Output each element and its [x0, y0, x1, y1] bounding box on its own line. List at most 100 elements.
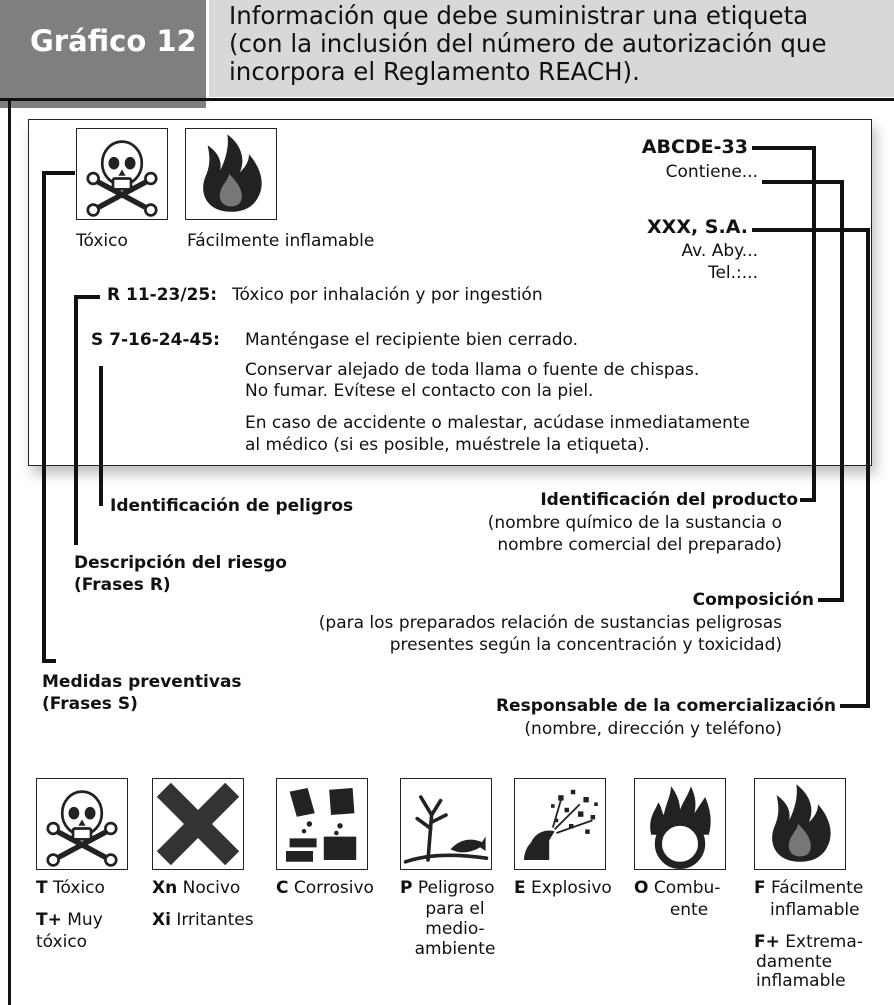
- legend-code: E: [514, 878, 526, 898]
- callout-responsible-title: Responsable de la comercialización: [495, 696, 836, 716]
- callout-composition-desc: presentes según la concentración y toxic…: [389, 635, 782, 655]
- legend-code: T: [36, 878, 48, 898]
- legend-code: F+: [754, 932, 780, 952]
- legend-code: O: [634, 878, 649, 898]
- header-title-line: incorpora el Reglamento REACH).: [229, 57, 640, 86]
- legend-text: Extrema-: [785, 932, 863, 952]
- header-badge-text: Gráfico 12: [30, 24, 197, 58]
- legend-text: Peligroso: [417, 878, 495, 898]
- legend-caption: T+ Muy: [36, 909, 103, 931]
- connector-line: [74, 295, 100, 299]
- s-phrase-line: Conservar alejado de toda llama o fuente…: [245, 360, 700, 380]
- callout-product-title: Identificación del producto: [540, 490, 798, 510]
- legend-code: T+: [36, 910, 62, 930]
- company-address: Av. Aby...: [681, 241, 758, 261]
- legend-code: Xi: [152, 910, 171, 930]
- corrosive-icon: [277, 779, 367, 869]
- r-phrase-text: Tóxico por inhalación y por ingestión: [232, 285, 543, 305]
- legend-caption: O Combu-: [634, 877, 720, 899]
- legend-text: ente: [669, 900, 709, 920]
- callout-responsible-desc: (nombre, dirección y teléfono): [524, 719, 782, 739]
- legend-caption: C Corrosivo: [276, 877, 374, 899]
- legend-caption: T Tóxico: [36, 877, 105, 899]
- skull-crossbones-icon: [37, 779, 127, 869]
- flame-icon: [186, 129, 276, 219]
- legend-text: para el: [425, 899, 485, 919]
- explosion-icon: [515, 779, 605, 869]
- legend-text: ambiente: [414, 939, 496, 959]
- legend-caption: F Fácilmente: [754, 877, 863, 899]
- connector-line: [840, 180, 844, 602]
- header-badge: Gráfico 12: [0, 0, 206, 108]
- authorization-number: ABCDE-33: [641, 136, 748, 158]
- legend-caption: P Peligroso: [400, 877, 495, 899]
- contains-text: Contiene...: [665, 162, 758, 182]
- frame-top-rule: [0, 98, 894, 101]
- dead-tree-fish-icon: [401, 779, 491, 869]
- legend-code: F: [754, 878, 766, 898]
- connector-line: [42, 659, 56, 663]
- connector-line: [812, 146, 816, 502]
- connector-line: [752, 228, 870, 232]
- legend-text: inflamable: [770, 900, 860, 920]
- legend-text: Fácilmente: [771, 878, 864, 898]
- flame-icon: [755, 779, 845, 869]
- label-pictogram-toxic: [76, 128, 168, 220]
- flame-over-circle-icon: [635, 779, 725, 869]
- label-panel: [28, 119, 872, 466]
- callout-risk-title: Descripción del riesgo: [74, 553, 287, 573]
- legend-caption: F+ Extrema-: [754, 931, 863, 953]
- x-cross-icon: [153, 779, 243, 869]
- header-title-line: (con la inclusión del número de autoriza…: [229, 29, 827, 58]
- legend-code: P: [400, 878, 413, 898]
- legend-text: tóxico: [36, 932, 88, 952]
- company-name: XXX, S.A.: [647, 216, 748, 238]
- callout-hazards: Identificación de peligros: [110, 496, 354, 516]
- legend-text: Muy: [67, 910, 103, 930]
- s-phrase-line: No fumar. Evítese el contacto con la pie…: [245, 381, 594, 401]
- legend-text: Corrosivo: [293, 878, 374, 898]
- legend-pictogram-harmful: [152, 778, 244, 870]
- header-title: Información que debe suministrar una eti…: [209, 0, 894, 97]
- connector-line: [762, 180, 844, 184]
- connector-line: [99, 366, 103, 506]
- skull-crossbones-icon: [77, 129, 167, 219]
- legend-text: damente: [756, 952, 833, 972]
- company-phone: Tel.:...: [707, 263, 758, 283]
- connector-line: [42, 171, 75, 175]
- connector-line: [42, 171, 46, 663]
- callout-composition-desc: (para los preparados relación de sustanc…: [318, 613, 782, 633]
- s-phrase-code: S 7-16-24-45:: [91, 330, 220, 350]
- header-title-line: Información que debe suministrar una eti…: [229, 1, 809, 30]
- legend-caption: Xn Nocivo: [152, 877, 240, 899]
- legend-caption: Xi Irritantes: [152, 909, 254, 931]
- legend-caption: E Explosivo: [514, 877, 612, 899]
- legend-pictogram-explosive: [514, 778, 606, 870]
- s-phrase-line: En caso de accidente o malestar, acúdase…: [245, 413, 751, 433]
- legend-code: Xn: [152, 878, 178, 898]
- legend-pictogram-flammable: [754, 778, 846, 870]
- connector-line: [818, 598, 844, 602]
- legend-pictogram-oxidizing: [634, 778, 726, 870]
- label-pictogram-flammable: [185, 128, 277, 220]
- legend-text: Nocivo: [182, 878, 241, 898]
- legend-text: Combu-: [653, 878, 721, 898]
- legend-pictogram-toxic: [36, 778, 128, 870]
- connector-line: [800, 498, 816, 502]
- legend-code: C: [276, 878, 289, 898]
- r-phrase-code: R 11-23/25:: [107, 285, 218, 305]
- callout-product-desc: nombre comercial del preparado): [497, 535, 782, 555]
- legend-text: Irritantes: [176, 910, 254, 930]
- legend-text: medio-: [425, 919, 485, 939]
- callout-risk-subtitle: (Frases R): [74, 575, 171, 595]
- frame-left-rule: [8, 100, 11, 1005]
- connector-line: [840, 704, 870, 708]
- legend-text: Explosivo: [531, 878, 612, 898]
- s-phrase-line: Manténgase el recipiente bien cerrado.: [245, 330, 579, 350]
- callout-product-desc: (nombre químico de la sustancia o: [487, 513, 782, 533]
- legend-pictogram-environment: [400, 778, 492, 870]
- connector-line: [74, 295, 78, 545]
- s-phrase-line: al médico (si es posible, muéstrele la e…: [245, 435, 650, 455]
- connector-line: [866, 228, 870, 708]
- label-pictogram-caption: Fácilmente inflamable: [187, 231, 375, 251]
